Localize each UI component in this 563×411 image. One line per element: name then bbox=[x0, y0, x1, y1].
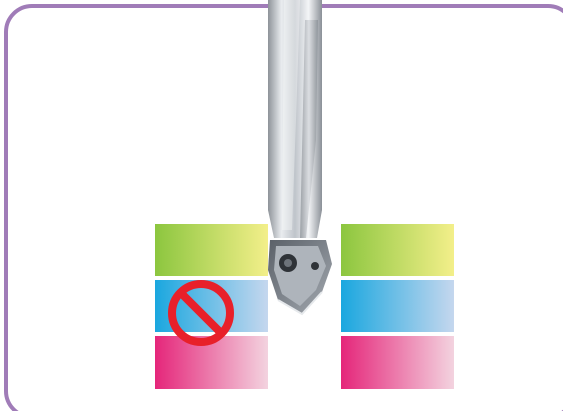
no-entry-icon bbox=[166, 278, 236, 348]
layer-bottom-right bbox=[341, 336, 454, 389]
layer-top-right bbox=[341, 224, 454, 280]
layer-middle-right bbox=[341, 280, 454, 336]
material-stack-right bbox=[341, 224, 454, 389]
rounded-frame bbox=[4, 4, 563, 411]
layer-top-left bbox=[155, 224, 268, 280]
